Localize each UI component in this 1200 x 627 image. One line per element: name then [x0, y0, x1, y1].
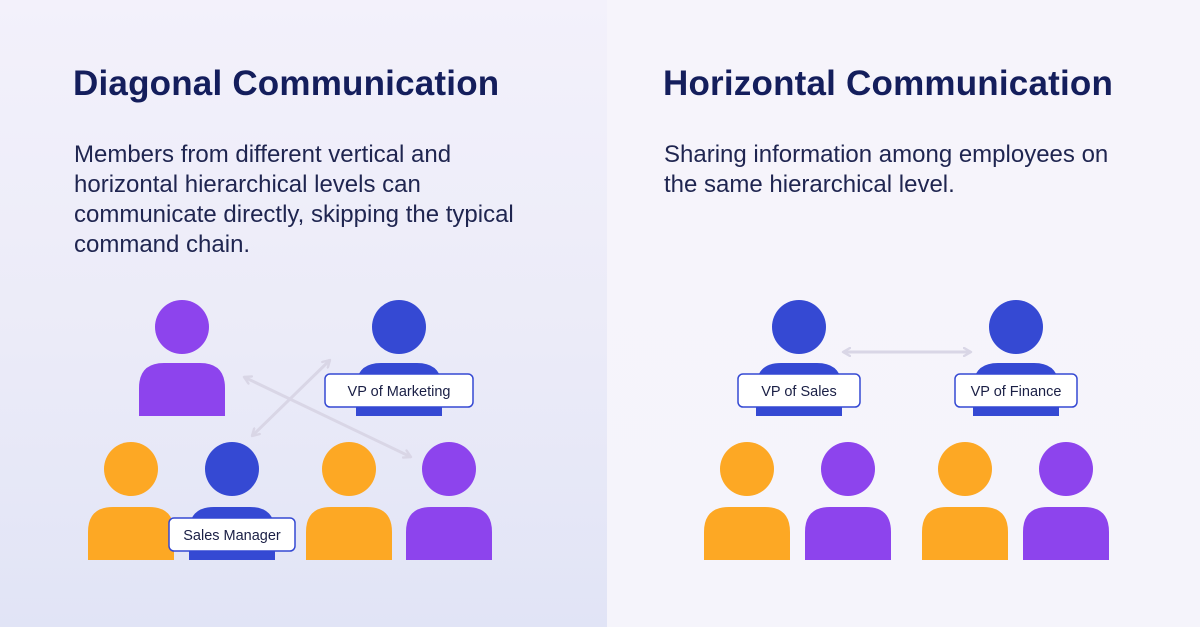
- label-vp-sales-text: VP of Sales: [761, 384, 837, 400]
- label-sales-manager: Sales Manager: [168, 517, 296, 552]
- person-purple-bottom: [406, 442, 492, 560]
- person-purple-3: [805, 442, 891, 560]
- horizontal-title: Horizontal Communication: [663, 64, 1114, 103]
- diagonal-title: Diagonal Communication: [73, 64, 500, 103]
- label-vp-marketing-text: VP of Marketing: [348, 384, 451, 400]
- person-orange-4: [922, 442, 1008, 560]
- label-vp-sales: VP of Sales: [737, 373, 861, 408]
- person-purple-4: [1023, 442, 1109, 560]
- label-vp-finance: VP of Finance: [954, 373, 1078, 408]
- diagonal-description: Members from different vertical and hori…: [74, 141, 514, 258]
- person-orange-3: [704, 442, 790, 560]
- label-sales-manager-text: Sales Manager: [183, 528, 281, 544]
- diagonal-arrows: [244, 360, 411, 457]
- person-orange-2: [306, 442, 392, 560]
- person-purple-top-left: [139, 300, 225, 416]
- label-vp-finance-text: VP of Finance: [971, 384, 1062, 400]
- label-vp-marketing: VP of Marketing: [324, 373, 474, 408]
- horizontal-description: Sharing information among employees on t…: [664, 141, 1109, 198]
- person-orange-1: [88, 442, 174, 560]
